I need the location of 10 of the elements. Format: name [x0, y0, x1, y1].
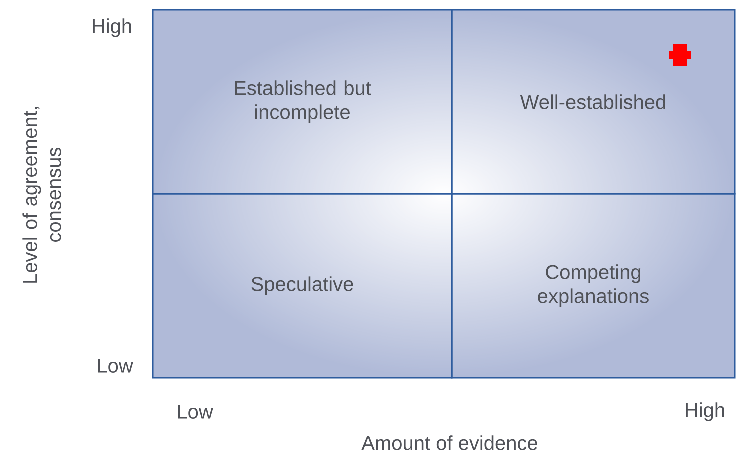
axis-tick-label: High [686, 402, 724, 422]
quadrant-box: Well-established [451, 9, 736, 195]
axis-tick-label: High [93, 18, 132, 38]
quadrant-box: Competing explanations [451, 193, 736, 379]
axis-tick-label: Low [178, 405, 214, 419]
axis-title: Level of agreement, consensus [22, 107, 62, 283]
quadrant-box: Speculative [152, 193, 453, 379]
axis-tick-label: Low [98, 359, 134, 373]
axis-title: Amount of evidence [362, 436, 538, 450]
quadrant-box: Established but incomplete [152, 9, 453, 195]
